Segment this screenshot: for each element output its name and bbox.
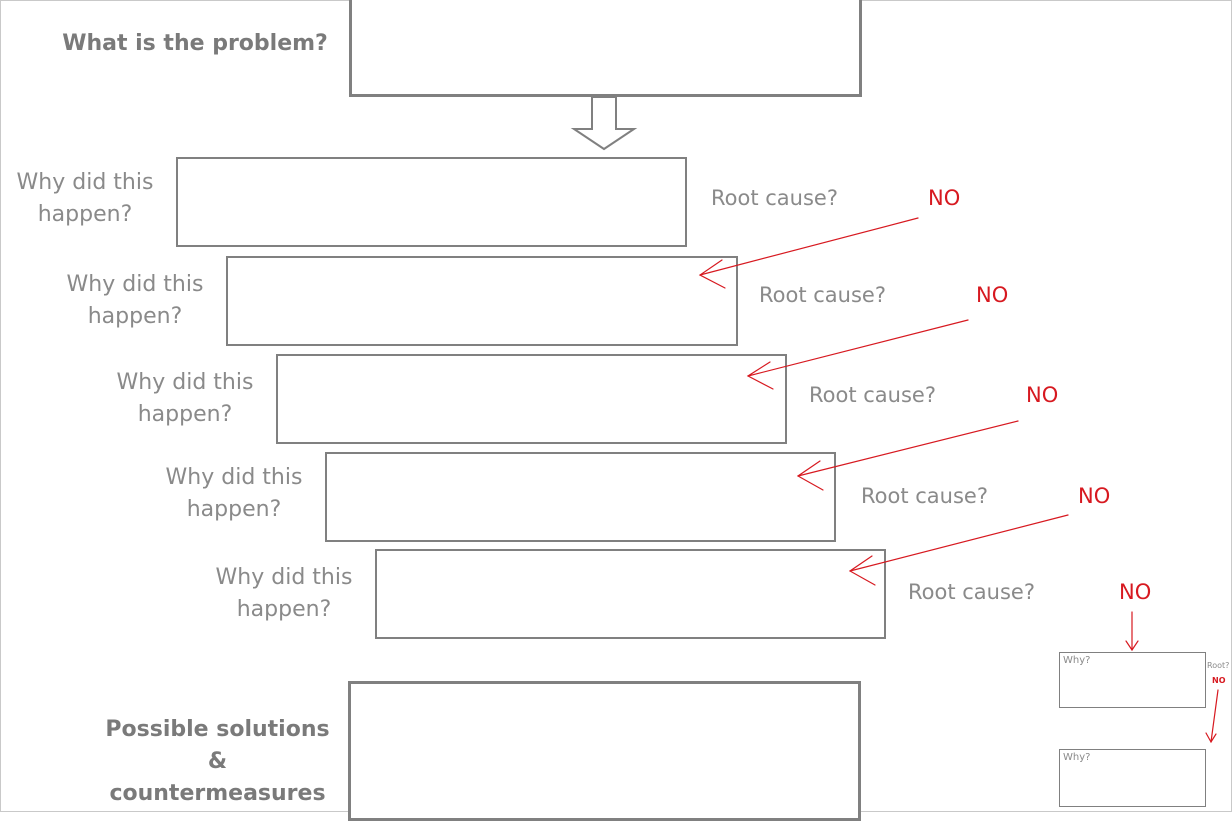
why-box-4[interactable] — [325, 452, 836, 542]
root-cause-label-1: Root cause? — [711, 186, 838, 210]
why-box-3[interactable] — [276, 354, 787, 444]
why-box-1[interactable] — [176, 157, 687, 247]
no-label-3: NO — [1026, 383, 1059, 407]
mini-why-label-1: Why? — [1063, 655, 1091, 666]
why-label-1: Why did this happen? — [16, 170, 154, 227]
mini-why-box-2[interactable]: Why? — [1059, 749, 1206, 807]
why-box-5[interactable] — [375, 549, 886, 639]
no-label-2: NO — [976, 283, 1009, 307]
mini-no-label: NO — [1212, 676, 1226, 685]
mini-why-box-1[interactable]: Why? — [1059, 652, 1206, 708]
why-label-2: Why did this happen? — [66, 272, 204, 329]
why-box-2[interactable] — [226, 256, 738, 346]
no-label-5: NO — [1119, 580, 1152, 604]
no-label-1: NO — [928, 186, 961, 210]
why-label-4: Why did this happen? — [165, 465, 303, 522]
problem-label: What is the problem? — [62, 31, 328, 56]
root-cause-label-3: Root cause? — [809, 383, 936, 407]
mini-root-label: Root? — [1207, 661, 1230, 670]
solutions-label: Possible solutions & countermeasures — [105, 717, 330, 806]
root-cause-label-4: Root cause? — [861, 484, 988, 508]
mini-why-label-2: Why? — [1063, 752, 1091, 763]
why-label-5: Why did this happen? — [215, 565, 353, 622]
problem-box[interactable] — [349, 0, 862, 97]
root-cause-label-5: Root cause? — [908, 580, 1035, 604]
no-label-4: NO — [1078, 484, 1111, 508]
root-cause-label-2: Root cause? — [759, 283, 886, 307]
why-label-3: Why did this happen? — [116, 370, 254, 427]
solutions-box[interactable] — [348, 681, 861, 821]
